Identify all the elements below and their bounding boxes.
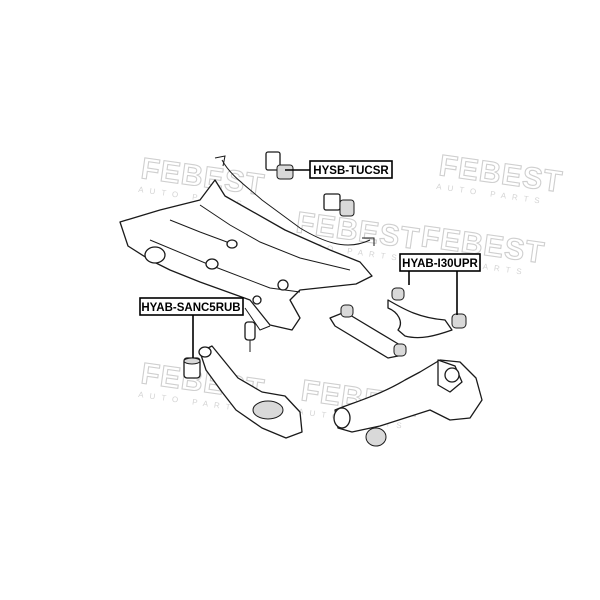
lower-control-arm — [198, 345, 303, 439]
callout-hysb: HYSB-TUCSR — [309, 160, 393, 179]
bushing-sanc5rub — [183, 357, 201, 379]
rear-subframe — [119, 179, 373, 331]
leader-lines — [192, 169, 458, 358]
stabilizer-bar — [214, 155, 375, 246]
stabilizer-link — [244, 321, 256, 352]
stabilizer-bushings — [265, 151, 355, 217]
callout-hyab-i30: HYAB-I30UPR — [399, 253, 481, 272]
lateral-link — [329, 304, 407, 359]
watermark-layer: FEBEST AUTO PARTS FEBEST AUTO PARTS FEBE… — [138, 149, 566, 431]
upper-control-arm — [387, 287, 467, 339]
callout-label-hyab-sanc: HYAB-SANC5RUB — [141, 302, 240, 314]
callout-label-hyab-i30: HYAB-I30UPR — [402, 258, 478, 270]
watermark-3: FEBEST AUTO PARTS — [436, 149, 566, 206]
callout-label-hysb: HYSB-TUCSR — [313, 165, 389, 177]
trailing-arm-knuckle — [333, 359, 483, 447]
callout-hyab-sanc: HYAB-SANC5RUB — [139, 297, 244, 316]
